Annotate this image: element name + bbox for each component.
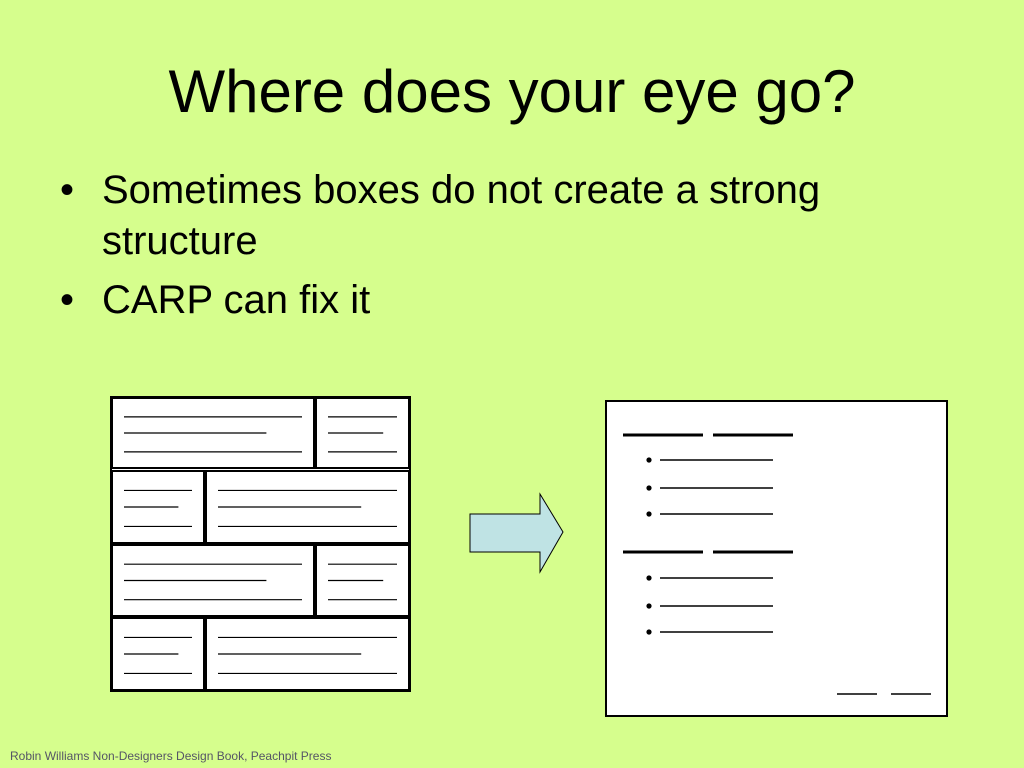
boxed-layout-sketch [110,396,411,692]
slide-title: Where does your eye go? [168,58,856,125]
clean-layout-frame [605,400,948,717]
footer-credit: Robin Williams Non-Designers Design Book… [10,749,332,763]
bullet-dot-icon [646,603,652,609]
bullet-dot-icon [646,485,652,491]
bullet-glyph: • [60,278,75,322]
bullet-dot-icon [646,457,652,463]
bullet-text: Sometimes boxes do not create a strong s… [102,168,821,263]
bullet-dot-icon [646,629,652,635]
bullet-glyph: • [60,168,75,212]
bullet-item: • CARP can fix it [60,275,960,326]
bullet-text: CARP can fix it [102,278,371,322]
right-arrow-icon [469,492,564,574]
bullet-dot-icon [646,575,652,581]
clean-layout-sketch [605,400,948,717]
bullet-list: • Sometimes boxes do not create a strong… [60,165,960,334]
bullet-dot-icon [646,511,652,517]
bullet-item: • Sometimes boxes do not create a strong… [60,165,960,267]
